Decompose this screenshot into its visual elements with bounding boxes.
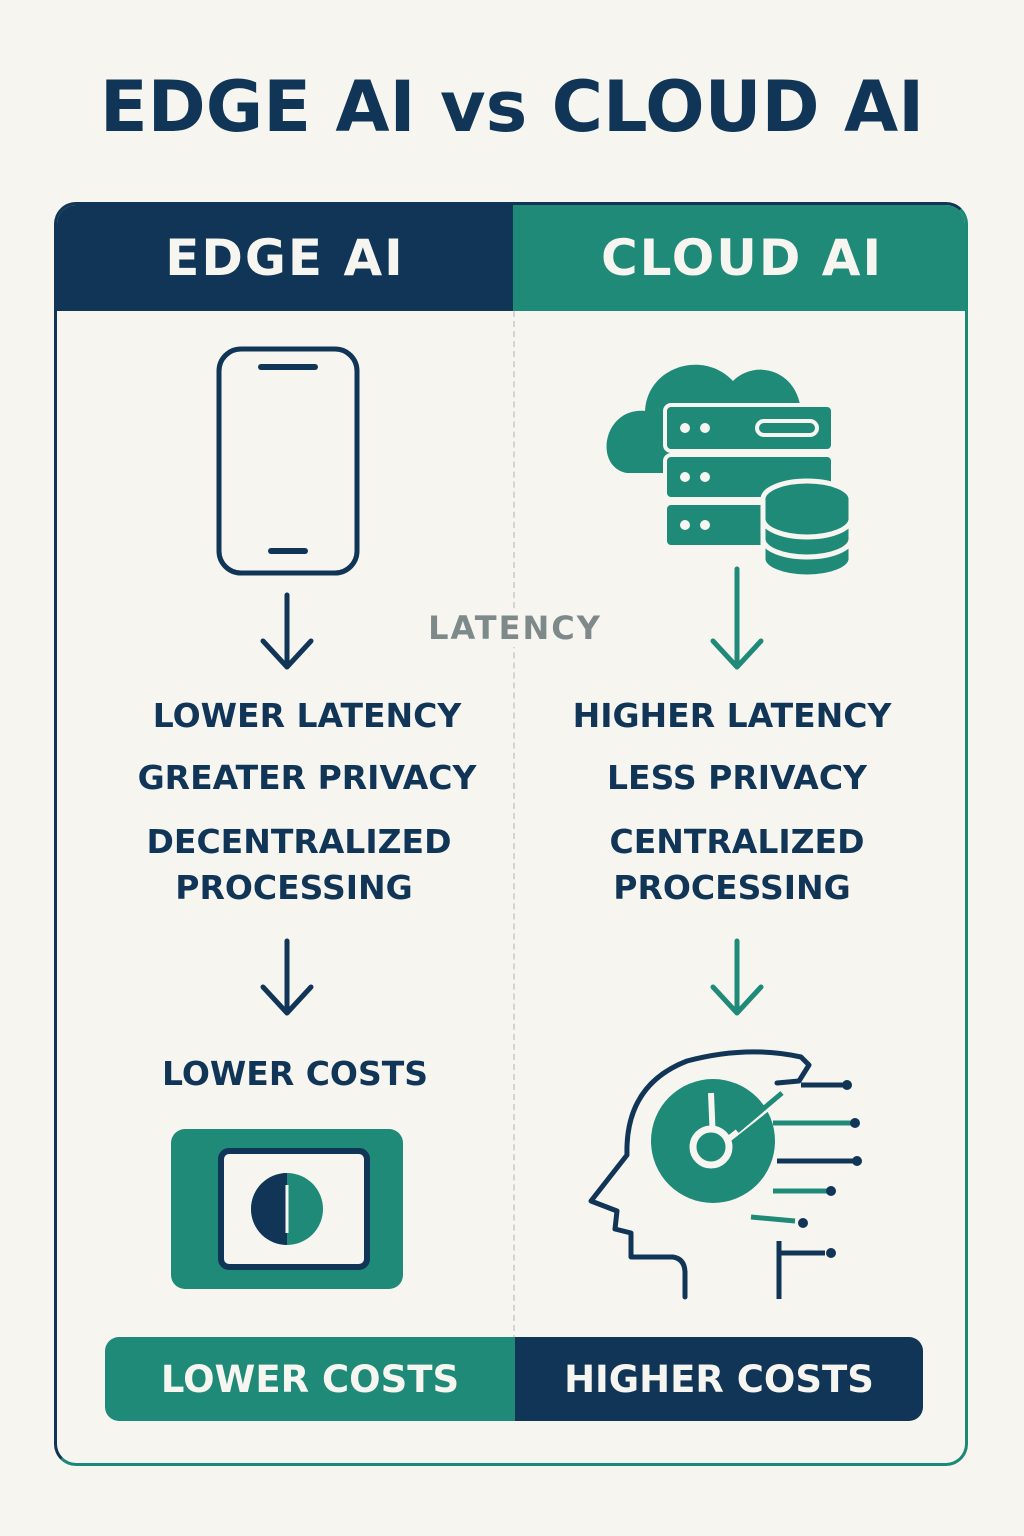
cloud-processing-line2: PROCESSING bbox=[613, 868, 851, 907]
edge-cost-bar: LOWER COSTS bbox=[105, 1337, 515, 1421]
edge-ai-header: EDGE AI bbox=[57, 205, 513, 311]
arrow-down-icon bbox=[260, 938, 314, 1016]
edge-chip-icon bbox=[171, 1129, 403, 1289]
cloud-cost-bar: HIGHER COSTS bbox=[515, 1337, 923, 1421]
center-divider bbox=[513, 311, 515, 1341]
page-title: EDGE AI vs CLOUD AI bbox=[99, 66, 925, 148]
cloud-point-latency: HIGHER LATENCY bbox=[572, 696, 892, 735]
comparison-card: EDGE AI CLOUD AI LOWER LATENCY GREATER P… bbox=[54, 202, 968, 1466]
arrow-down-icon bbox=[260, 592, 314, 670]
edge-processing-line1: DECENTRALIZED bbox=[146, 822, 452, 861]
edge-processing-line2: PROCESSING bbox=[175, 868, 413, 907]
arrow-down-icon bbox=[710, 566, 764, 670]
smartphone-icon bbox=[216, 346, 360, 576]
cloud-server-icon bbox=[606, 364, 854, 580]
latency-label: LATENCY bbox=[427, 609, 603, 647]
edge-cost-text: LOWER COSTS bbox=[161, 1054, 429, 1093]
cloud-processing-line1: CENTRALIZED bbox=[609, 822, 865, 861]
cloud-ai-header: CLOUD AI bbox=[513, 205, 965, 311]
edge-point-latency: LOWER LATENCY bbox=[152, 696, 462, 735]
edge-point-privacy: GREATER PRIVACY bbox=[137, 758, 477, 797]
ai-head-icon bbox=[588, 1049, 862, 1300]
cloud-point-privacy: LESS PRIVACY bbox=[607, 758, 867, 797]
arrow-down-icon bbox=[710, 938, 764, 1016]
